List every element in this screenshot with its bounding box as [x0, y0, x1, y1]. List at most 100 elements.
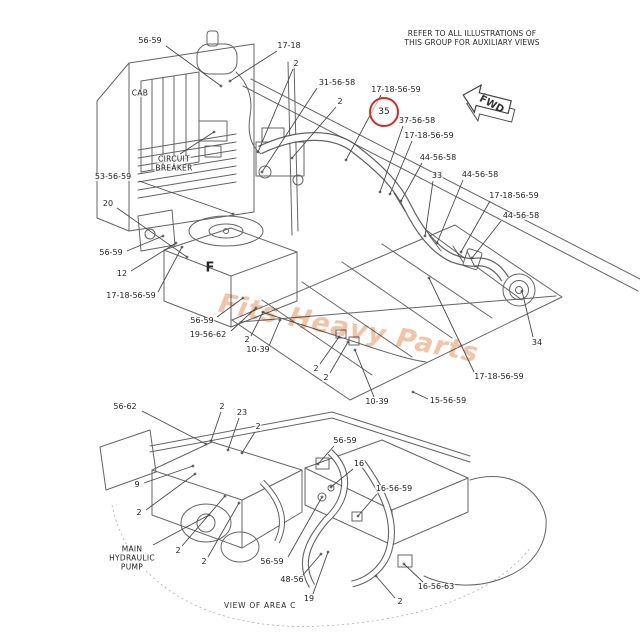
leader-endpoint	[423, 234, 427, 238]
cab-label: CAB	[130, 88, 150, 98]
leader-line	[403, 563, 424, 583]
part-label: 10-39	[245, 345, 271, 354]
part-label: 16-56-63	[416, 582, 456, 591]
circuit-breaker-label: CIRCUIT	[157, 154, 191, 164]
part-label: 19-56-62	[188, 330, 228, 339]
part-label: 2	[174, 546, 182, 555]
leader-endpoint	[256, 150, 260, 154]
leader-endpoint	[228, 79, 232, 83]
part-label: 2	[254, 422, 262, 431]
part-label: 12	[115, 269, 129, 278]
leader-endpoint	[185, 255, 189, 259]
leader-line	[157, 246, 183, 293]
leader-line	[317, 445, 335, 465]
leader-endpoint	[240, 451, 244, 455]
leader-line	[357, 493, 378, 517]
leader-endpoint	[212, 130, 216, 134]
leader-endpoint	[329, 485, 333, 489]
leader-line	[400, 162, 423, 202]
note-line-2: THIS GROUP FOR AUXILIARY VIEWS	[404, 38, 540, 48]
leader-line	[521, 290, 534, 338]
part-label: 44-56-58	[501, 211, 541, 220]
part-label: 44-56-58	[418, 153, 458, 162]
leader-line	[143, 465, 194, 484]
leader-line	[428, 277, 475, 373]
part-label: 17-18	[276, 41, 302, 50]
leader-endpoint	[356, 514, 360, 518]
leader-line	[210, 411, 222, 442]
part-label: 2	[292, 59, 300, 68]
leader-endpoint	[241, 296, 245, 300]
leader-endpoint	[254, 306, 258, 310]
part-label: 20	[101, 199, 115, 208]
leader-line	[329, 341, 349, 374]
leader-endpoint	[402, 562, 406, 566]
leader-line	[312, 551, 329, 595]
leader-line	[261, 87, 318, 173]
part-label: 48-56	[279, 575, 305, 584]
part-label: 16	[352, 459, 366, 468]
leader-endpoint	[470, 256, 474, 260]
part-label: 34	[530, 338, 544, 347]
part-label: 56-59	[137, 36, 163, 45]
part-label: 19	[302, 594, 316, 603]
part-label: 2	[322, 373, 330, 382]
leader-line	[130, 242, 177, 272]
view-caption: VIEW OF AREA C	[223, 601, 297, 610]
leader-endpoint	[520, 289, 524, 293]
leader-line	[287, 496, 323, 558]
part-label: 2	[243, 335, 251, 344]
leader-endpoint	[226, 448, 230, 452]
leader-line	[227, 417, 240, 451]
leader-line	[207, 502, 240, 558]
leader-endpoint	[193, 472, 197, 476]
leader-endpoint	[209, 439, 213, 443]
leader-line	[230, 307, 257, 332]
leader-line	[250, 311, 264, 337]
leader-line	[412, 391, 429, 400]
leader-endpoint	[353, 348, 357, 352]
part-label: 16-56-59	[374, 484, 414, 493]
leader-line	[379, 125, 404, 193]
part-label: 2	[312, 364, 320, 373]
leader-endpoint	[378, 190, 382, 194]
leader-endpoint	[261, 310, 265, 314]
leader-endpoint	[435, 241, 439, 245]
auxiliary-views-note: REFER TO ALL ILLUSTRATIONS OF THIS GROUP…	[396, 29, 548, 47]
tank-letter: F	[205, 260, 215, 276]
leader-endpoint	[260, 170, 264, 174]
leader-endpoint	[174, 241, 178, 245]
fwd-arrow: FWD	[462, 83, 516, 123]
leader-endpoint	[427, 276, 431, 280]
leader-endpoint	[204, 442, 208, 446]
part-label: 56-59	[189, 316, 215, 325]
leader-endpoint	[326, 550, 330, 554]
leader-line	[257, 68, 294, 153]
pump-label: PUMP	[119, 562, 145, 572]
leader-line	[229, 50, 278, 82]
leader-line	[165, 45, 222, 87]
part-label: 44-56-58	[460, 170, 500, 179]
leader-line	[460, 200, 491, 253]
part-label: 23	[235, 408, 249, 417]
leader-line	[241, 431, 256, 454]
leader-line	[436, 179, 464, 244]
part-label: 56-59	[259, 557, 285, 566]
leader-line	[330, 468, 354, 488]
part-label: 56-62	[112, 402, 138, 411]
part-label: 17-18-56-59	[488, 191, 540, 200]
leader-line	[471, 220, 502, 259]
leader-line	[126, 235, 164, 252]
part-label: 2	[200, 557, 208, 566]
leader-line	[302, 553, 322, 576]
part-label: 17-18-56-59	[473, 372, 525, 381]
part-label: 17-18-56-59	[105, 291, 157, 300]
leader-endpoint	[344, 158, 348, 162]
leader-line	[291, 106, 337, 159]
leader-line	[179, 131, 215, 155]
part-label: 9	[133, 480, 141, 489]
leader-line	[354, 349, 375, 398]
part-label: 17-18-56-59	[403, 131, 455, 140]
